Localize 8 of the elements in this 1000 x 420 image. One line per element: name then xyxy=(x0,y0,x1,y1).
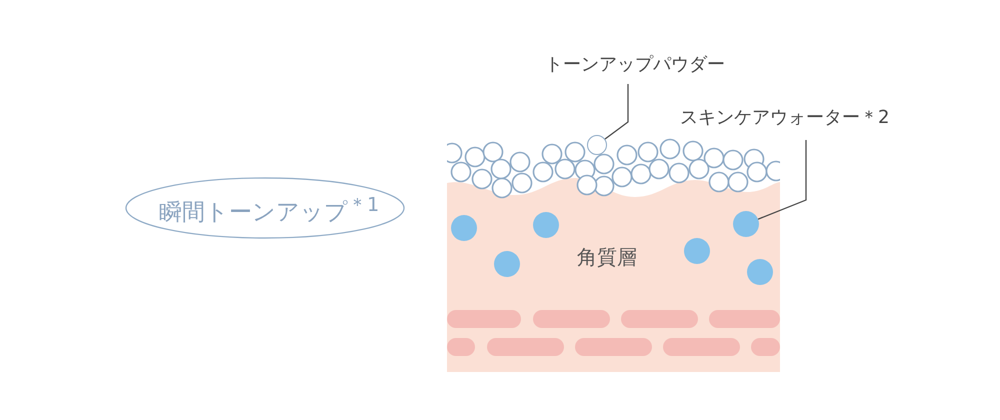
layer-label: 角質層 xyxy=(577,244,637,271)
ellipse-badge xyxy=(125,177,405,239)
callout-label: スキンケアウォーター＊2 xyxy=(680,106,890,129)
powder-particle xyxy=(587,135,607,155)
badge-text: 瞬間トーンアップ$^{＊1}$ xyxy=(159,192,380,228)
leader-line xyxy=(604,84,629,140)
callout-label: トーンアップパウダー xyxy=(545,53,725,76)
leader-line xyxy=(758,140,807,220)
